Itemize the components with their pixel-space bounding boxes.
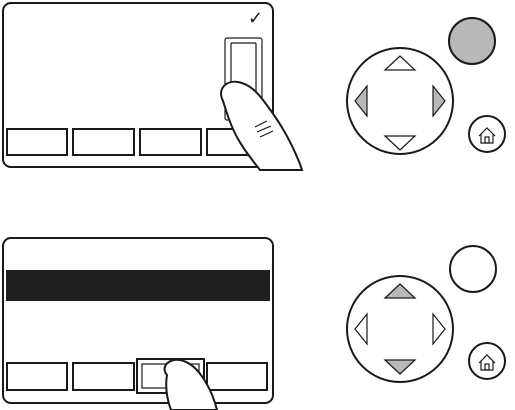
home-button[interactable] xyxy=(469,116,505,152)
softkey-3[interactable] xyxy=(140,129,201,155)
step-1-panel: ✓ xyxy=(3,3,505,170)
softkey-2[interactable] xyxy=(73,363,134,390)
step-1-softkeys xyxy=(7,129,250,155)
checkmark-icon: ✓ xyxy=(248,8,263,29)
softkey-1[interactable] xyxy=(7,363,67,390)
top-round-button[interactable] xyxy=(450,246,496,292)
softkey-4[interactable] xyxy=(207,363,267,390)
step-2-controller xyxy=(347,246,505,382)
step-2-screen xyxy=(3,238,273,410)
softkey-2[interactable] xyxy=(73,129,134,155)
black-selection-bar[interactable] xyxy=(6,270,270,301)
softkey-1[interactable] xyxy=(7,129,67,155)
step-1-controller xyxy=(347,18,505,154)
step-1-screen: ✓ xyxy=(3,3,302,170)
step-2-softkeys xyxy=(7,359,267,393)
step-2-panel xyxy=(3,238,505,410)
top-round-button[interactable] xyxy=(449,18,495,64)
home-button[interactable] xyxy=(469,343,505,379)
